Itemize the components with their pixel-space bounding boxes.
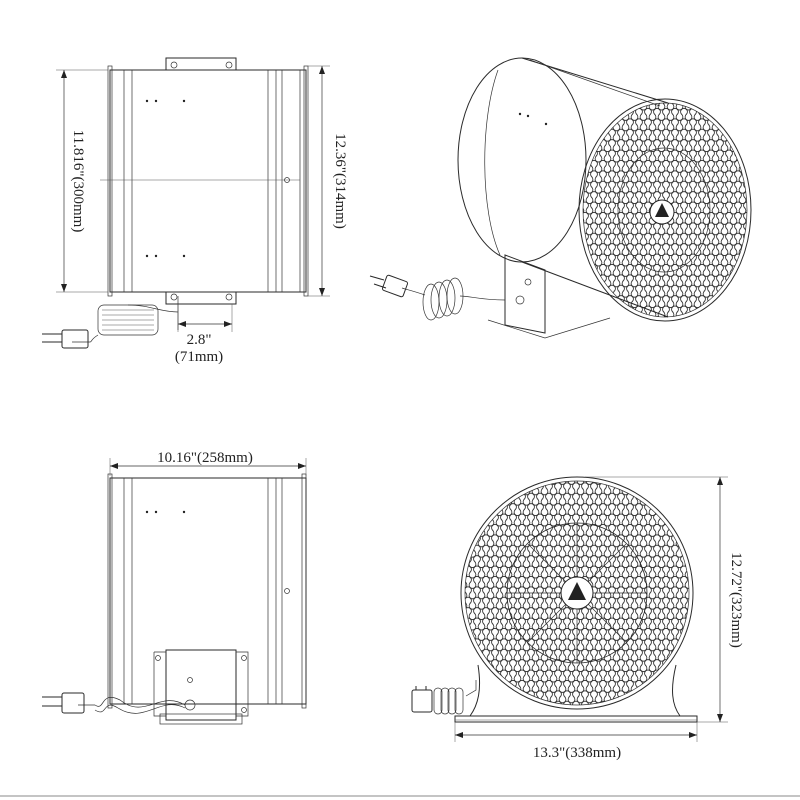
dim-front-height: 12.72"(323mm): [728, 552, 744, 648]
dim-plate-offset-mm: (71mm): [175, 349, 223, 365]
side-view-bottom: [42, 458, 307, 725]
dim-height-right: 12.36"(314mm): [332, 133, 348, 229]
isometric-view: [369, 57, 752, 339]
dim-plate-offset-in: 2.8": [187, 332, 212, 348]
dim-front-width: 13.3"(338mm): [533, 745, 621, 761]
dim-length: 10.16"(258mm): [157, 450, 253, 466]
side-view-top: [42, 57, 330, 349]
front-view: [411, 476, 728, 742]
dim-height-left: 11.816"(300mm): [70, 130, 86, 233]
